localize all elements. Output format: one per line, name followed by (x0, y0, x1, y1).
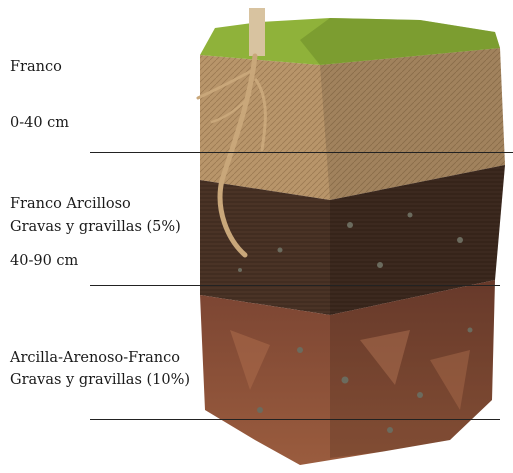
plant-stem (249, 8, 265, 56)
layer-2-detail: Gravas y gravillas (5%) (10, 218, 181, 237)
pebble (377, 262, 383, 268)
layer-3-boundary-line (90, 419, 500, 420)
layer-1-boundary-line (90, 152, 513, 153)
pebble (297, 347, 303, 353)
pebble (387, 427, 393, 433)
layer-2-depth: 40-90 cm (10, 252, 78, 271)
pebble (257, 407, 263, 413)
layer-3-detail: Gravas y gravillas (10%) (10, 371, 190, 390)
pebble (408, 213, 413, 218)
pebble (347, 222, 353, 228)
pebble (457, 237, 463, 243)
pebble (342, 377, 349, 384)
pebble (417, 392, 423, 398)
pebble (238, 268, 242, 272)
pebble (468, 328, 473, 333)
pebble (278, 248, 283, 253)
layer-3-texture: Arcilla-Arenoso-Franco (10, 349, 180, 368)
layer-1-depth: 0-40 cm (10, 114, 69, 133)
layer-1-texture: Franco (10, 58, 62, 77)
layer-2-boundary-line (90, 285, 500, 286)
layer-2-texture: Franco Arcilloso (10, 195, 131, 214)
